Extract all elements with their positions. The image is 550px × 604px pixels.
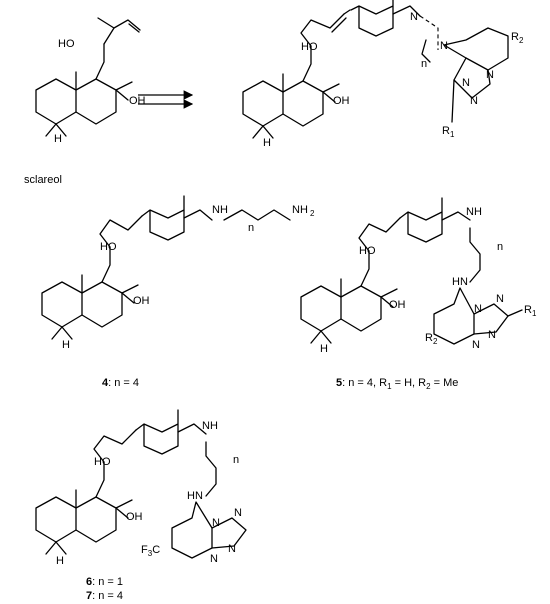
caption-compound-6-number: 6	[86, 576, 92, 588]
caption-sclareol: sclareol	[24, 174, 62, 186]
atom-label-r2: R	[425, 332, 433, 344]
atom-label-n: N	[486, 69, 494, 81]
atom-label-n-index: n	[421, 58, 427, 70]
atom-label-r1-sub: 1	[532, 309, 537, 318]
compound-5-structure: HO OH H NH n HN N N N N R 1 R 2 5: n = 4…	[300, 197, 537, 391]
atom-label-nh2: NH	[292, 204, 308, 216]
atom-label-h: H	[62, 339, 70, 351]
atom-label-f3c: F3C	[141, 544, 160, 558]
atom-label-n: N	[472, 339, 480, 351]
atom-label-ho: HO	[301, 41, 318, 53]
atom-label-n: N	[496, 293, 504, 305]
caption-compound-4-number: 4	[102, 377, 109, 389]
product-general-structure: HO OH H N n N R 2 N N N R 1	[242, 0, 524, 149]
atom-label-n: N	[488, 329, 496, 341]
svg-text:4: n = 4: 4: n = 4	[102, 377, 139, 389]
atom-label-oh: OH	[129, 95, 146, 107]
caption-compound-4-text: : n = 4	[108, 377, 139, 389]
atom-label-hn: HN	[187, 490, 203, 502]
atom-label-n: N	[462, 77, 470, 89]
caption-compound-5-number: 5	[336, 377, 342, 389]
atom-label-n: N	[410, 11, 418, 23]
atom-label-ho: HO	[94, 456, 111, 468]
atom-label-oh: OH	[333, 95, 350, 107]
caption-compound-5-text: : n = 4, R	[342, 377, 387, 389]
atom-label-n-index: n	[497, 241, 503, 253]
atom-label-ho: HO	[58, 38, 75, 50]
atom-label-n: N	[440, 40, 448, 52]
atom-label-ho: HO	[100, 241, 117, 253]
atom-label-ho: HO	[359, 245, 376, 257]
caption-compound-6-text: : n = 1	[92, 576, 123, 588]
atom-label-n: N	[210, 553, 218, 565]
atom-label-r2-sub: 2	[433, 337, 438, 346]
atom-label-n-index: n	[233, 454, 239, 466]
atom-label-oh: OH	[389, 299, 406, 311]
compound-4-structure: HO OH H NH n NH 2 4: n = 4	[41, 195, 315, 389]
atom-label-r1: R	[524, 304, 532, 316]
atom-label-r1-sub: 1	[450, 130, 455, 139]
atom-label-n: N	[234, 507, 242, 519]
caption-compound-7-text: : n = 4	[92, 590, 123, 602]
sclareol-structure: HO OH H sclareol	[24, 17, 146, 186]
atom-label-n: N	[470, 95, 478, 107]
atom-label-nh: NH	[202, 420, 218, 432]
atom-label-r1: R	[442, 125, 450, 137]
atom-label-n: N	[212, 517, 220, 529]
caption-compound-7-number: 7	[86, 590, 92, 602]
atom-label-n: N	[474, 303, 482, 315]
reaction-arrows	[138, 90, 194, 109]
atom-label-nh: NH	[466, 206, 482, 218]
compound-6-7-structure: HO OH H NH n HN N N N N F3C 6: n = 1 7: …	[35, 409, 247, 602]
svg-text:5: n = 4, R1 = H, R2 = Me: 5: n = 4, R1 = H, R2 = Me	[336, 377, 458, 391]
atom-label-h: H	[263, 137, 271, 149]
atom-label-hn: HN	[452, 276, 468, 288]
atom-label-n: N	[228, 543, 236, 555]
svg-text:6: n = 1: 6: n = 1	[86, 576, 123, 588]
atom-label-h: H	[320, 343, 328, 355]
atom-label-oh: OH	[133, 295, 150, 307]
atom-label-n-index: n	[248, 222, 254, 234]
atom-label-h: H	[54, 133, 62, 145]
atom-label-h: H	[56, 555, 64, 567]
atom-label-nh2-sub: 2	[310, 209, 315, 218]
atom-label-r2-sub: 2	[519, 36, 524, 45]
atom-label-oh: OH	[126, 511, 143, 523]
atom-label-nh: NH	[212, 204, 228, 216]
atom-label-r2: R	[511, 31, 519, 43]
svg-text:7: n = 4: 7: n = 4	[86, 590, 123, 602]
